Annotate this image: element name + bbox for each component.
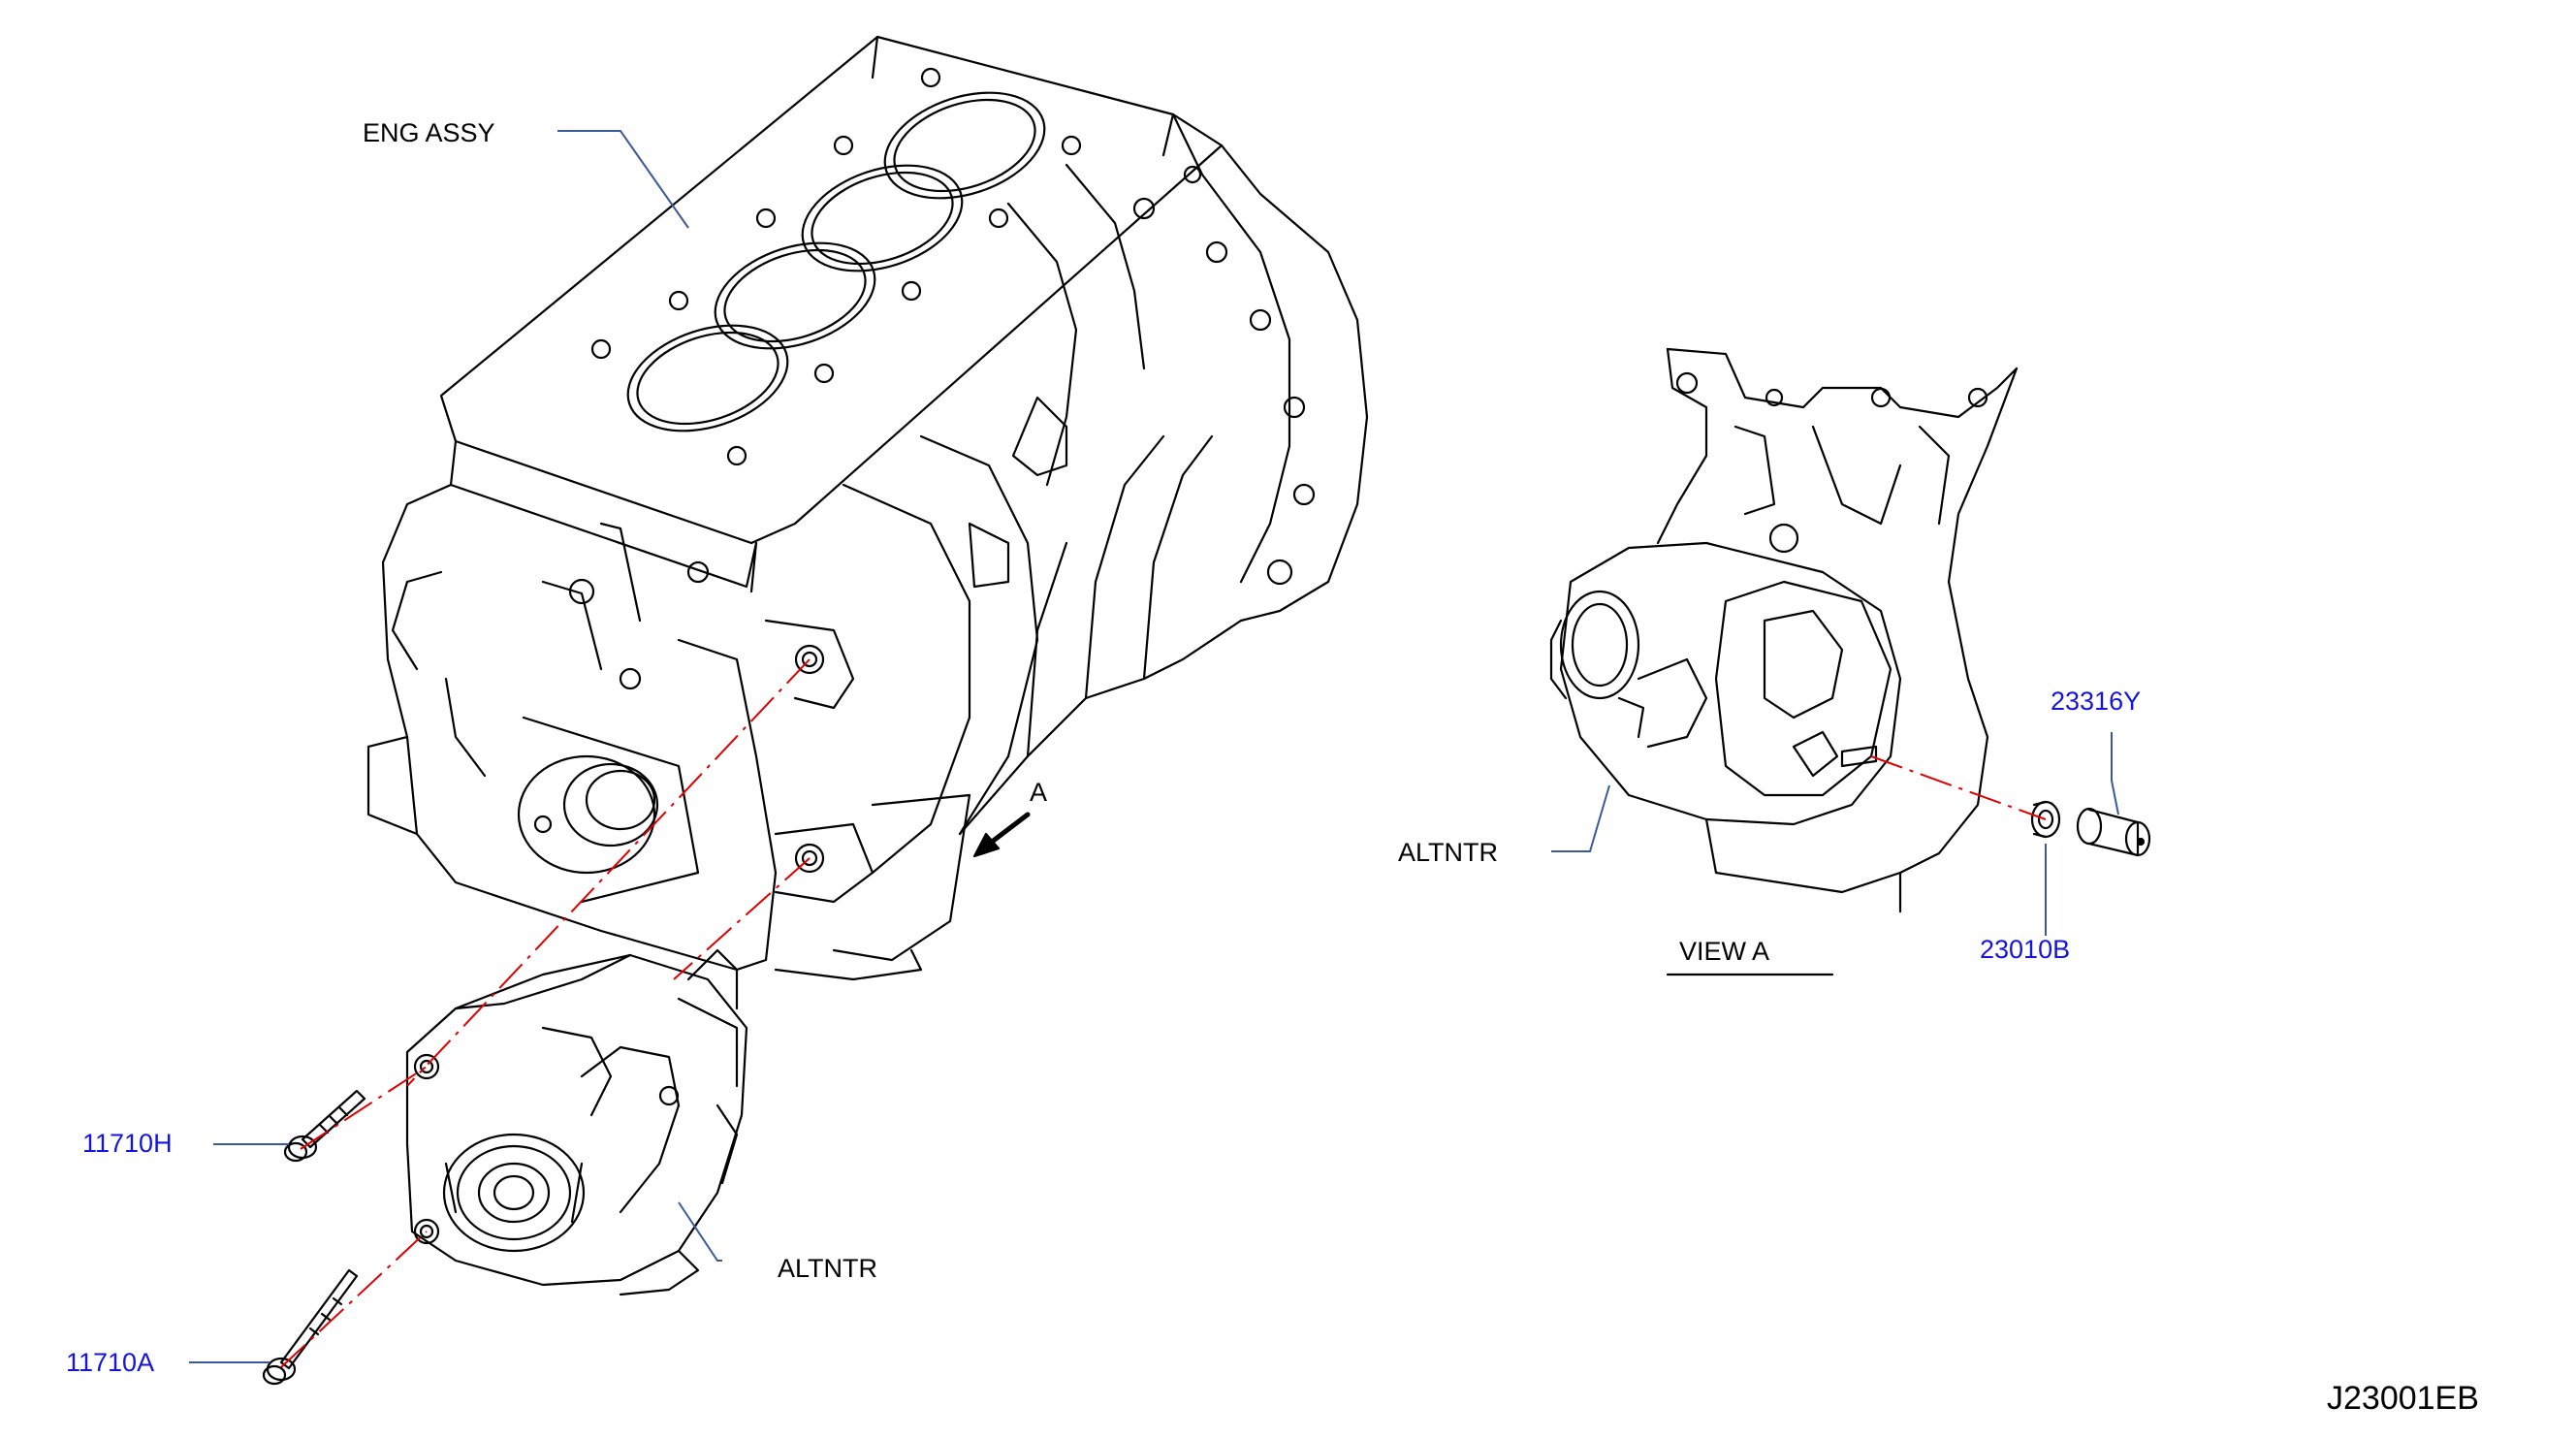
bolt-11710h-drawing [283, 1089, 366, 1163]
label-altntr-view: ALTNTR [1398, 838, 1499, 867]
view-a-arrow [972, 812, 1031, 858]
bolt-11710a-drawing [262, 1268, 359, 1386]
part-number-23010b[interactable]: 23010B [1980, 935, 2071, 964]
view-a-drawing [1549, 347, 2151, 913]
alternator-drawing [405, 948, 748, 1296]
assembly-centerlines [280, 658, 2047, 1368]
drawing-code: J23001EB [2327, 1380, 2479, 1417]
label-view-a: VIEW A [1679, 937, 1770, 966]
leader-lines [189, 130, 2119, 1363]
part-number-11710a[interactable]: 11710A [66, 1348, 155, 1377]
part-number-23316y[interactable]: 23316Y [2051, 687, 2142, 716]
label-arrow-a: A [1030, 778, 1048, 807]
label-altntr-main: ALTNTR [778, 1254, 878, 1283]
part-number-11710h[interactable]: 11710H [82, 1129, 173, 1158]
engine-block-drawing [366, 35, 1369, 981]
label-eng-assy: ENG ASSY [363, 118, 495, 147]
